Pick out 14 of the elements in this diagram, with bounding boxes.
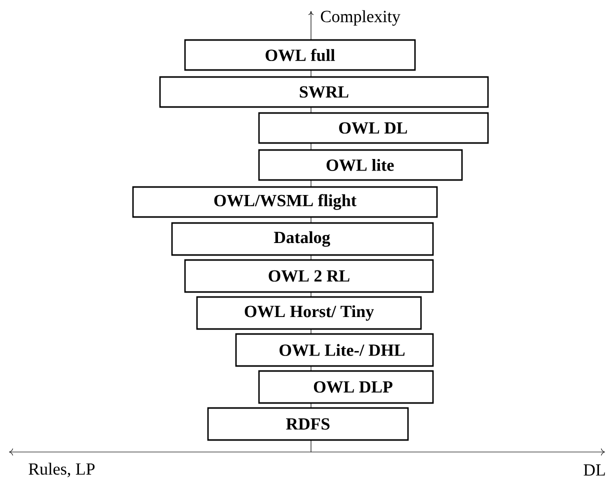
level-box: OWL DLP xyxy=(258,370,434,404)
axis-label: DL xyxy=(584,464,605,476)
level-box: Datalog xyxy=(171,222,434,256)
level-box: SWRL xyxy=(159,76,489,108)
level-box: OWL DL xyxy=(258,112,489,144)
level-box: OWL Horst/ Tiny xyxy=(196,296,422,330)
axis-label: Complexity xyxy=(320,10,400,26)
level-box: RDFS xyxy=(207,407,409,441)
level-box: OWL 2 RL xyxy=(184,259,434,293)
level-box: OWL Lite-/ DHL xyxy=(235,333,434,367)
level-box: OWL/WSML flight xyxy=(132,186,438,218)
level-box: OWL full xyxy=(184,39,416,71)
axis-label: Rules, LP xyxy=(28,462,95,478)
level-box: OWL lite xyxy=(258,149,463,181)
